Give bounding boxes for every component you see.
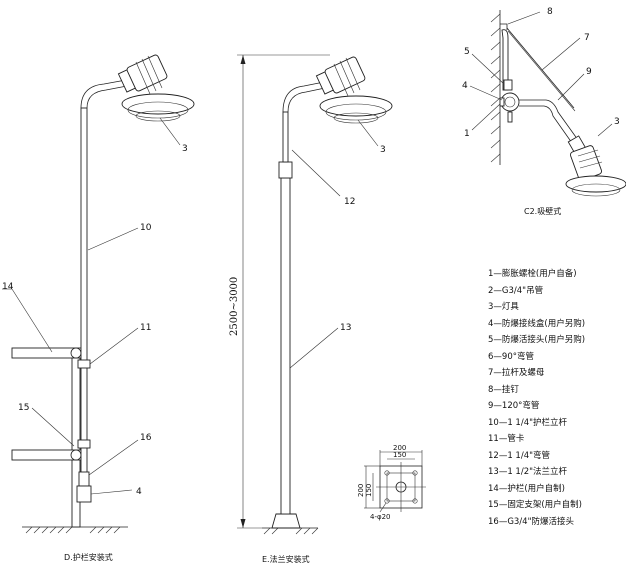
bolt-hole <box>384 498 390 504</box>
legend-item: 5—防爆活接头(用户另购) <box>488 335 586 345</box>
callout-d-fit: 4 <box>136 487 142 497</box>
legend-item: 13—1 1/2"法兰立杆 <box>488 467 568 477</box>
pole-bend-inner <box>86 85 128 109</box>
arrow-top <box>240 55 246 64</box>
callout-c2-tie-rod: 7 <box>584 33 590 43</box>
callout-d-bottom-fit: 16 <box>140 433 152 443</box>
flange-plate-detail: 200 150 200 150 4-φ20 <box>357 444 426 521</box>
caption-view-c2: C2.吸壁式 <box>524 206 561 216</box>
pipe-clamp-upper <box>77 359 91 369</box>
arrow-bottom <box>240 519 246 528</box>
pipe-sleeve <box>278 161 293 179</box>
legend-item: 9—120°弯管 <box>488 401 540 411</box>
legend-item: 3—灯具 <box>488 302 519 312</box>
legend-item: 16—G3/4"防爆活接头 <box>488 516 574 527</box>
conduit-stub <box>507 111 513 123</box>
callout-d-pole: 10 <box>140 223 152 233</box>
legend-item: 4—防爆接线盒(用户另购) <box>488 318 586 329</box>
bend-pipe-120-upper <box>519 99 579 141</box>
callout-c2-union: 5 <box>464 47 470 57</box>
callout-c2-bend-120: 9 <box>586 67 592 77</box>
parts-legend: 1—膨胀螺栓(用户自备) 2—G3/4"吊管 3—灯具 4—防爆接线盒(用户另购… <box>488 266 585 530</box>
bolt-hole <box>384 470 390 476</box>
view-c2-wall-mount: 8 7 5 9 4 1 3 C2.吸壁式 <box>462 7 626 216</box>
union-fitting <box>78 471 90 487</box>
legend-item: 1—膨胀螺栓(用户自备) <box>488 269 577 279</box>
dim-flange-inner-v: 150 <box>365 484 373 497</box>
wall-hatch <box>490 13 501 163</box>
lamp-fixture-c2 <box>565 135 626 197</box>
legend-item: 7—拉杆及螺母 <box>488 368 545 378</box>
bend-pipe-inner <box>287 87 326 113</box>
bend-pipe-outer <box>282 81 325 113</box>
junction-box <box>76 485 92 503</box>
dim-flange-outer: 200 <box>393 444 406 452</box>
bend-pipe-120-lower <box>519 105 573 144</box>
bolt-hole <box>412 470 418 476</box>
ground-hatch-e <box>263 527 319 535</box>
height-dimension: 2500~3000 <box>229 277 240 336</box>
legend-item: 12—1 1/4"弯管 <box>488 450 551 461</box>
callout-e-pole: 13 <box>340 323 351 333</box>
callout-c2-lamp: 3 <box>614 117 620 127</box>
wall-bolt <box>499 97 505 107</box>
union-c2 <box>503 79 513 91</box>
flange-pole <box>280 177 291 515</box>
legend-item: 2—G3/4"吊管 <box>488 285 544 296</box>
view-e-flange-mount: 2500~3000 3 12 13 E.法兰安装式 <box>229 54 393 564</box>
lamp-fixture-d <box>117 54 195 122</box>
view-d-guardrail-mount: 3 10 14 11 15 16 4 D.护栏安装式 <box>2 54 195 562</box>
legend-item: 11—管卡 <box>488 434 525 444</box>
callout-c2-junction-box: 4 <box>462 81 468 91</box>
lamp-fixture-e <box>315 56 393 124</box>
legend-item: 10—1 1/4"护栏立杆 <box>488 417 568 428</box>
ground-hatch <box>25 526 121 534</box>
wall-hook <box>500 23 508 30</box>
callout-e-pipe: 12 <box>344 197 355 207</box>
dim-flange-inner: 150 <box>393 451 406 459</box>
legend-item: 14—护栏(用户自制) <box>488 483 565 494</box>
callout-d-clamp-lower: 15 <box>18 403 29 413</box>
legend-item: 6—90°弯管 <box>488 351 534 362</box>
callout-d-rail: 14 <box>2 282 14 292</box>
caption-view-d: D.护栏安装式 <box>64 552 113 562</box>
callout-c2-bolt: 1 <box>464 129 470 139</box>
caption-view-e: E.法兰安装式 <box>262 554 310 564</box>
callout-c2-hook: 8 <box>547 7 553 17</box>
bolt-hole <box>412 498 418 504</box>
tie-rod <box>506 27 575 109</box>
guardrail-upper-rail <box>11 347 85 359</box>
guardrail-lower-rail <box>11 449 85 461</box>
dim-bolts: 4-φ20 <box>370 513 391 521</box>
legend-item: 15—固定支架(用户自制) <box>488 500 582 510</box>
legend-item: 8—挂钉 <box>488 384 519 395</box>
pole-bend-outer <box>80 79 127 109</box>
bend-pipe-vertical <box>282 111 289 163</box>
dim-flange-outer-v: 200 <box>357 484 365 497</box>
guardrail-lamp-pole <box>80 107 88 489</box>
flange-base <box>271 513 301 529</box>
callout-e-lamp: 3 <box>380 145 386 155</box>
pipe-clamp-lower <box>77 439 91 449</box>
callout-d-lamp: 3 <box>182 144 188 154</box>
callout-d-clamp-upper: 11 <box>140 323 151 333</box>
